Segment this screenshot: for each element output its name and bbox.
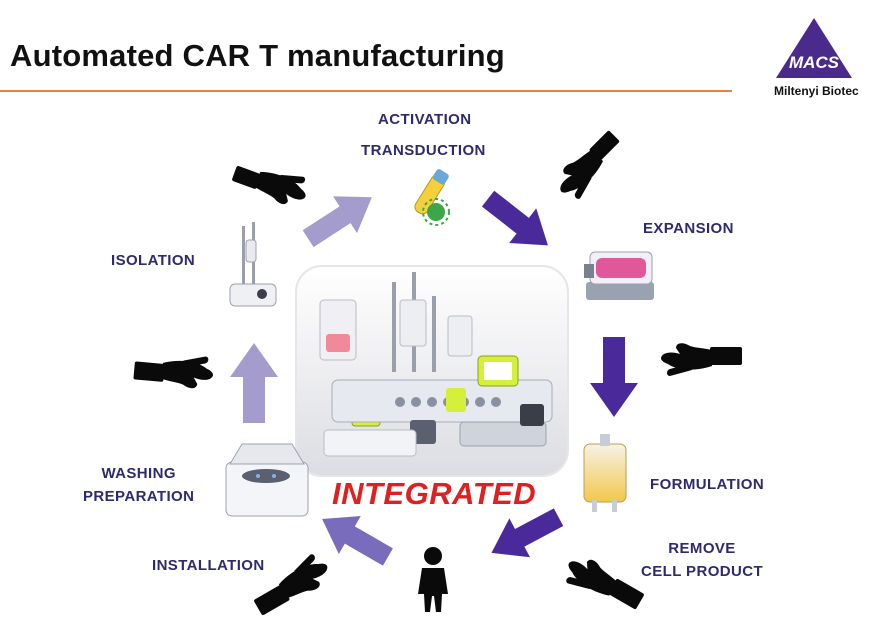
hand-icon [560, 130, 620, 199]
hand-icon [133, 356, 214, 389]
label-transduction: TRANSDUCTION [361, 142, 486, 159]
arrow-washing-to-isolation [230, 343, 278, 423]
label-remove-line1: REMOVE [668, 540, 736, 557]
hand-icon [661, 343, 742, 376]
label-activation: ACTIVATION [378, 111, 472, 128]
label-preparation: PREPARATION [83, 488, 195, 505]
label-washing: WASHING [101, 465, 176, 482]
label-expansion: EXPANSION [643, 220, 734, 237]
arrow-expansion-to-formulation [590, 337, 638, 417]
label-remove-line2: CELL PRODUCT [641, 563, 764, 580]
logo-mark: MACS [789, 53, 840, 72]
blood-bag-icon [583, 434, 627, 512]
hand-icon [254, 554, 328, 616]
arrow-activation-to-expansion [481, 190, 548, 246]
arrow-isolation-to-activation [302, 196, 372, 248]
person-icon [418, 547, 448, 612]
hand-icon [232, 166, 306, 205]
arrow-center-to-washing [322, 515, 393, 566]
centrifuge-icon [225, 443, 309, 517]
logo-company-name: Miltenyi Biotec [774, 84, 859, 98]
label-installation: INSTALLATION [152, 557, 265, 574]
central-device-image [295, 265, 569, 477]
label-isolation: ISOLATION [111, 252, 196, 269]
integrated-label: INTEGRATED [332, 476, 537, 511]
label-washing-preparation: WASHING PREPARATION [83, 462, 194, 508]
virus-tube-icon [414, 169, 450, 226]
label-remove-cell-product: REMOVE CELL PRODUCT [641, 537, 763, 583]
page-title: Automated CAR T manufacturing [10, 38, 505, 73]
title-underline [0, 90, 732, 92]
hand-icon [566, 559, 644, 610]
macs-logo: MACS [776, 18, 852, 78]
label-formulation: FORMULATION [650, 476, 765, 493]
separator-icon [229, 222, 277, 307]
arrow-remove-to-center [491, 508, 564, 558]
bioreactor-icon [584, 251, 654, 300]
